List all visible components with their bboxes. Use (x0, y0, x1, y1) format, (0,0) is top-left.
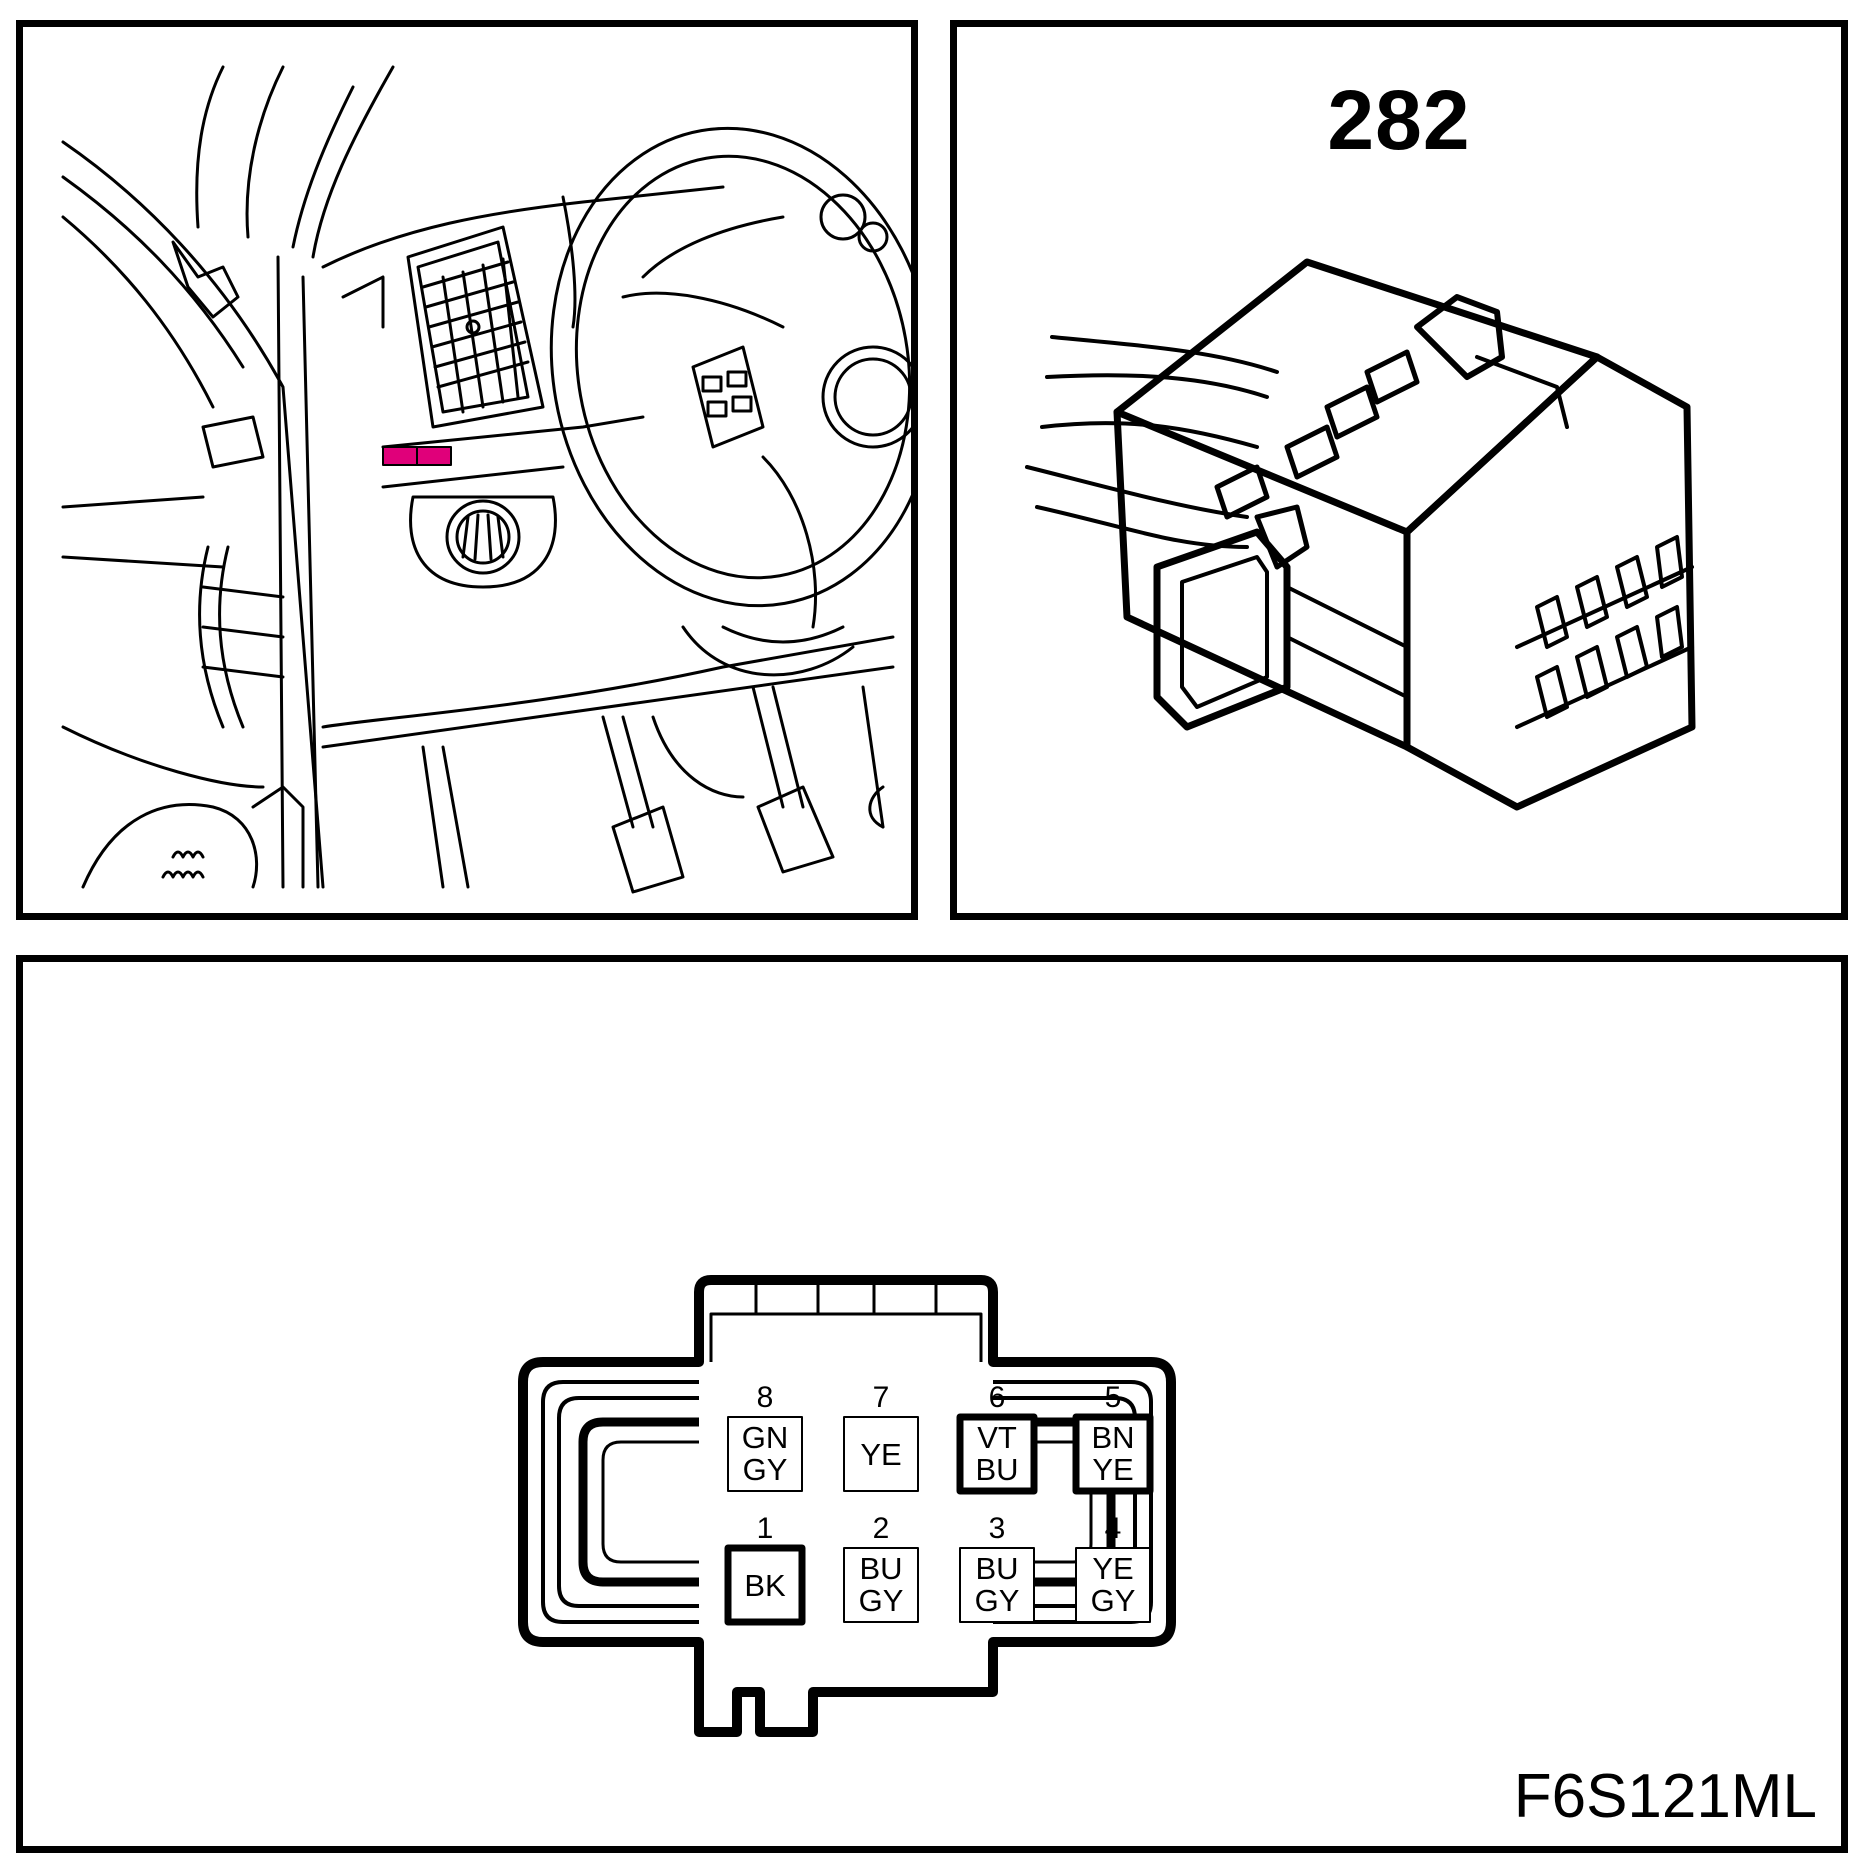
pin-3-color-2: GY (975, 1583, 1020, 1618)
pin-number-1: 1 (757, 1512, 774, 1545)
pin-6-color-1: VT (977, 1420, 1017, 1455)
pin-8-color-1: GN (742, 1420, 789, 1455)
pin-1-color-1: BK (744, 1568, 786, 1603)
pin-8-color-2: GY (743, 1452, 788, 1487)
dashboard-illustration (61, 65, 911, 894)
pin-number-2: 2 (873, 1512, 890, 1545)
pin-4-color-2: GY (1091, 1583, 1136, 1618)
pin-5-color-2: YE (1092, 1452, 1133, 1487)
pin-3-color-1: BU (975, 1551, 1018, 1586)
connector-number: 282 (1327, 73, 1471, 167)
pin-7-color-1: YE (860, 1437, 901, 1472)
pin-cell-3 (959, 1547, 1035, 1623)
pin-cell-7 (843, 1416, 919, 1492)
pin-4-color-1: YE (1092, 1551, 1133, 1586)
location-view-panel (16, 20, 918, 920)
pin-cell-5 (1072, 1413, 1154, 1495)
pin-2-color-2: GY (859, 1583, 904, 1618)
pin-number-4: 4 (1105, 1512, 1122, 1545)
pin-number-7: 7 (873, 1381, 890, 1414)
pin-number-5: 5 (1105, 1381, 1122, 1414)
pin-cell-4 (1075, 1547, 1151, 1623)
pin-cell-6 (956, 1413, 1038, 1495)
pin-cell-1 (724, 1544, 806, 1626)
pin-cell-2 (843, 1547, 919, 1623)
pin-number-3: 3 (989, 1512, 1006, 1545)
pin-5-color-1: BN (1091, 1420, 1134, 1455)
pin-number-8: 8 (757, 1381, 774, 1414)
pin-2-color-1: BU (859, 1551, 902, 1586)
figure-code: F6S121ML (1513, 1762, 1817, 1831)
connector-view-panel: 282 (950, 20, 1848, 920)
pin-number-6: 6 (989, 1381, 1006, 1414)
pin-6-color-2: BU (975, 1452, 1018, 1487)
connector-illustration (1025, 258, 1696, 811)
connector-housing-outline (518, 1275, 1176, 1737)
pin-cell-8 (727, 1416, 803, 1492)
